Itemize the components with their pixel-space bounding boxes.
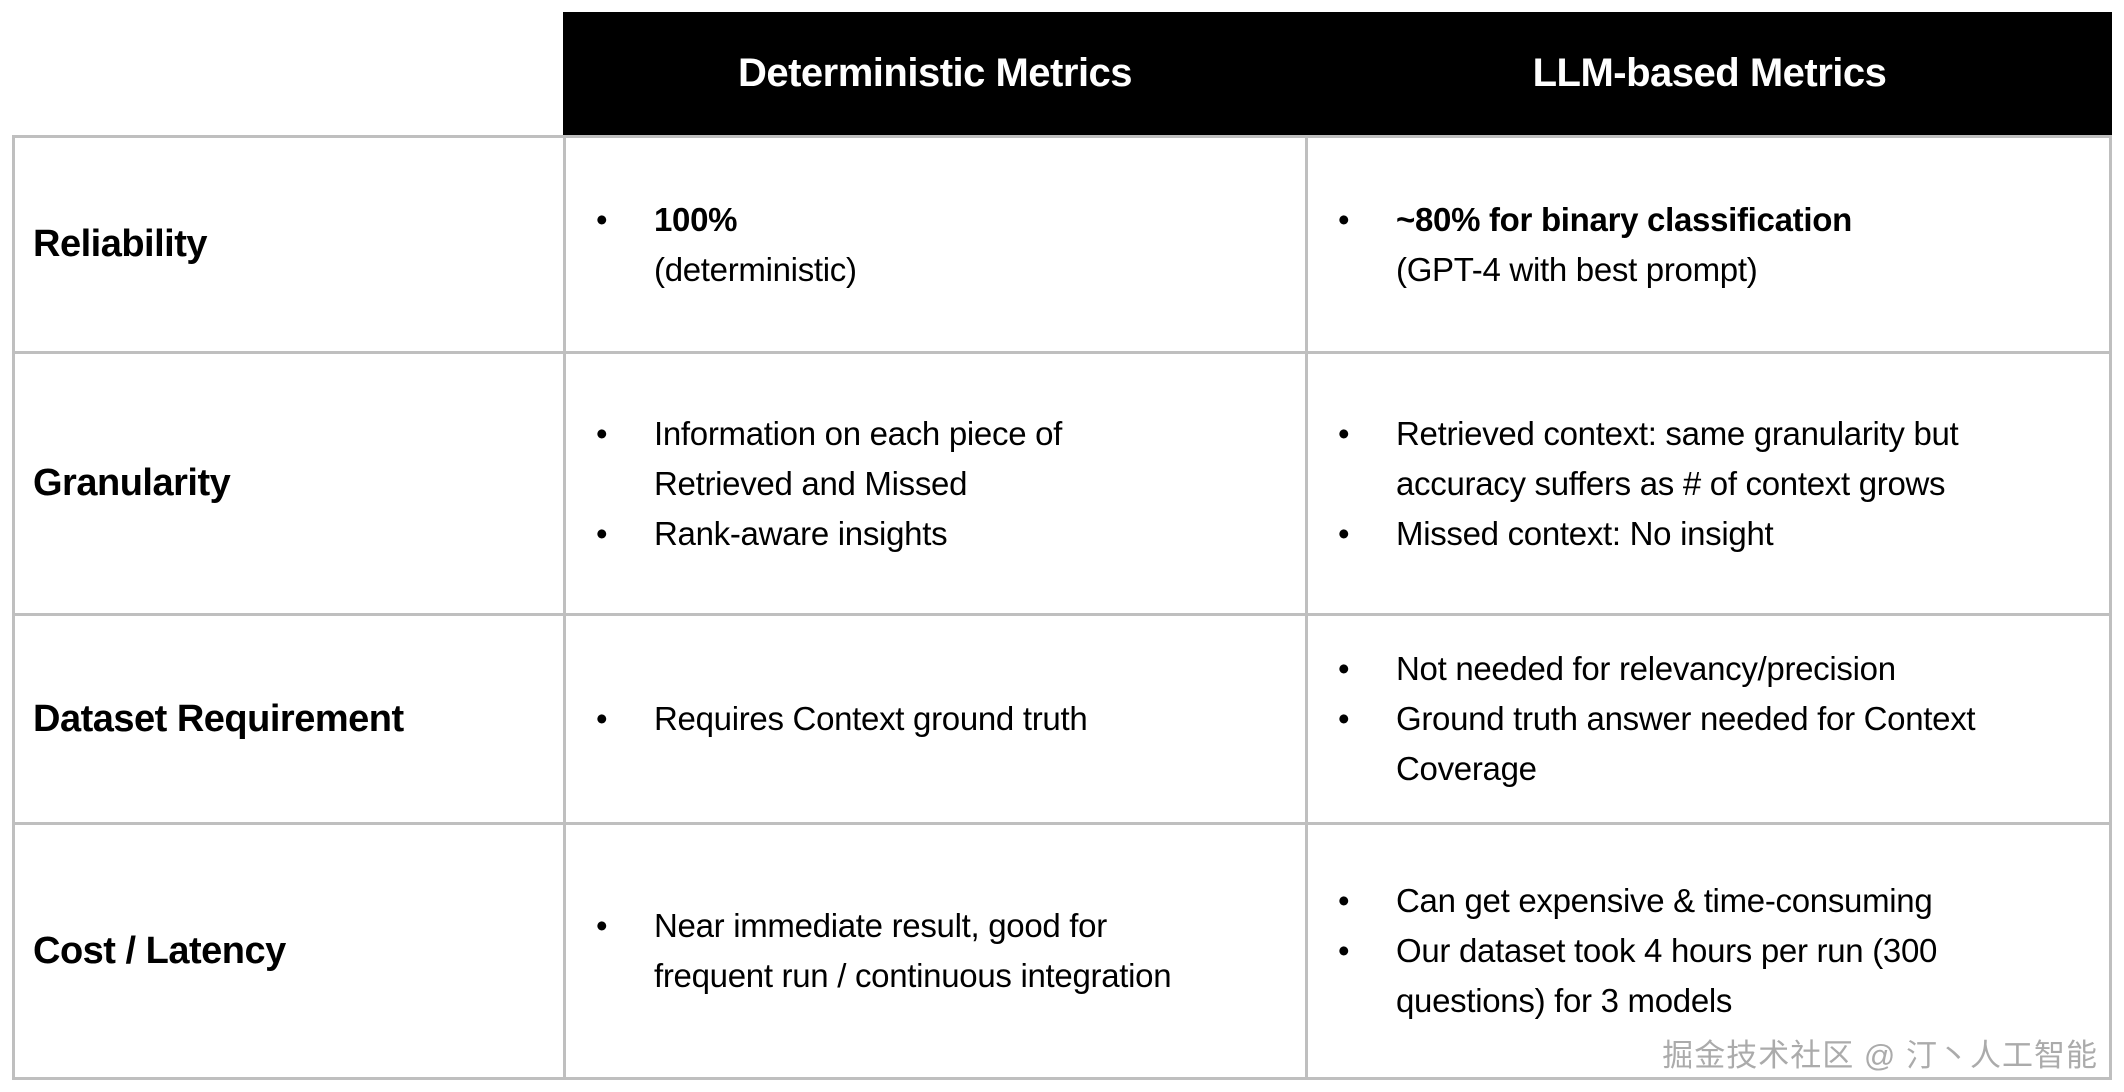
cell-dataset-requirement-deterministic: • Requires Context ground truth: [566, 616, 1308, 825]
bullet-icon: •: [596, 414, 608, 452]
row-label-cost-latency: Cost / Latency: [15, 825, 566, 1077]
list-item: • Ground truth answer needed for Context…: [1308, 694, 2095, 794]
bullet-text: Requires Context ground truth: [654, 700, 1088, 737]
list-item: • Information on each piece of Retrieved…: [566, 409, 1291, 509]
bullet-text: ~80% for binary classification (GPT-4 wit…: [1396, 195, 2095, 295]
bullet-list: • 100% (deterministic): [566, 195, 1305, 295]
row-label-granularity: Granularity: [15, 354, 566, 616]
bullet-text: Not needed for relevancy/precision: [1396, 650, 1896, 687]
bullet-icon: •: [1338, 932, 1350, 969]
cell-reliability-deterministic: • 100% (deterministic): [566, 138, 1308, 354]
list-item: • Can get expensive & time-consuming: [1308, 876, 2095, 926]
list-item: • Requires Context ground truth: [566, 694, 1291, 744]
bullet-text: Rank-aware insights: [654, 514, 948, 552]
list-item: • Rank-aware insights: [566, 509, 1291, 559]
list-item: • 100% (deterministic): [566, 195, 1291, 295]
cell-granularity-deterministic: • Information on each piece of Retrieved…: [566, 354, 1308, 616]
row-label-reliability: Reliability: [15, 138, 566, 354]
bullet-text: Near immediate result, good for frequent…: [654, 907, 1172, 994]
cell-cost-latency-deterministic: • Near immediate result, good for freque…: [566, 825, 1308, 1077]
cell-cost-latency-llm: • Can get expensive & time-consuming • O…: [1308, 825, 2109, 1077]
row-label-dataset-requirement: Dataset Requirement: [15, 616, 566, 825]
comparison-table: Reliability • 100% (deterministic) • ~80%…: [12, 135, 2112, 1080]
bullet-icon: •: [1338, 414, 1350, 452]
bullet-icon: •: [1338, 882, 1350, 919]
bullet-text-normal: (GPT-4 with best prompt): [1396, 250, 1758, 288]
bullet-list: • Can get expensive & time-consuming • O…: [1308, 876, 2109, 1026]
table-header-bar: Deterministic Metrics LLM-based Metrics: [563, 12, 2112, 135]
bullet-list: • Retrieved context: same granularity bu…: [1308, 409, 2109, 559]
header-llm-based-metrics: LLM-based Metrics: [1532, 51, 1887, 95]
bullet-list: • Near immediate result, good for freque…: [566, 901, 1305, 1001]
bullet-text: Information on each piece of Retrieved a…: [654, 414, 1063, 502]
bullet-text: Retrieved context: same granularity but …: [1396, 414, 1959, 502]
cell-reliability-llm: • ~80% for binary classification (GPT-4 w…: [1308, 138, 2109, 354]
list-item: • Near immediate result, good for freque…: [566, 901, 1291, 1001]
bullet-text: Missed context: No insight: [1396, 514, 1774, 552]
bullet-list: • Information on each piece of Retrieved…: [566, 409, 1305, 559]
bullet-icon: •: [596, 907, 608, 944]
bullet-list: • ~80% for binary classification (GPT-4 w…: [1308, 195, 2109, 295]
bullet-icon: •: [1338, 650, 1350, 687]
list-item: • Missed context: No insight: [1308, 509, 2095, 559]
bullet-icon: •: [1338, 700, 1350, 737]
list-item: • Our dataset took 4 hours per run (300 …: [1308, 926, 2095, 1026]
cell-dataset-requirement-llm: • Not needed for relevancy/precision • G…: [1308, 616, 2109, 825]
list-item: • ~80% for binary classification (GPT-4 w…: [1308, 195, 2095, 295]
bullet-icon: •: [596, 700, 608, 737]
header-deterministic-metrics: Deterministic Metrics: [737, 51, 1133, 95]
bullet-icon: •: [596, 200, 608, 238]
cell-granularity-llm: • Retrieved context: same granularity bu…: [1308, 354, 2109, 616]
bullet-text: 100% (deterministic): [654, 195, 1291, 295]
watermark-text: 掘金技术社区 @ 汀丶人工智能: [1662, 1038, 2098, 1073]
bullet-icon: •: [596, 514, 608, 552]
bullet-list: • Not needed for relevancy/precision • G…: [1308, 644, 2109, 794]
list-item: • Retrieved context: same granularity bu…: [1308, 409, 2095, 509]
bullet-text: Our dataset took 4 hours per run (300 qu…: [1396, 932, 1938, 1019]
bullet-text-bold: 100%: [654, 200, 738, 238]
bullet-list: • Requires Context ground truth: [566, 694, 1305, 744]
bullet-text-normal: (deterministic): [654, 250, 857, 288]
bullet-text-bold: ~80% for binary classification: [1396, 200, 1852, 238]
bullet-text: Ground truth answer needed for Context C…: [1396, 700, 1976, 787]
list-item: • Not needed for relevancy/precision: [1308, 644, 2095, 694]
bullet-icon: •: [1338, 200, 1350, 238]
bullet-icon: •: [1338, 514, 1350, 552]
bullet-text: Can get expensive & time-consuming: [1396, 882, 1933, 919]
